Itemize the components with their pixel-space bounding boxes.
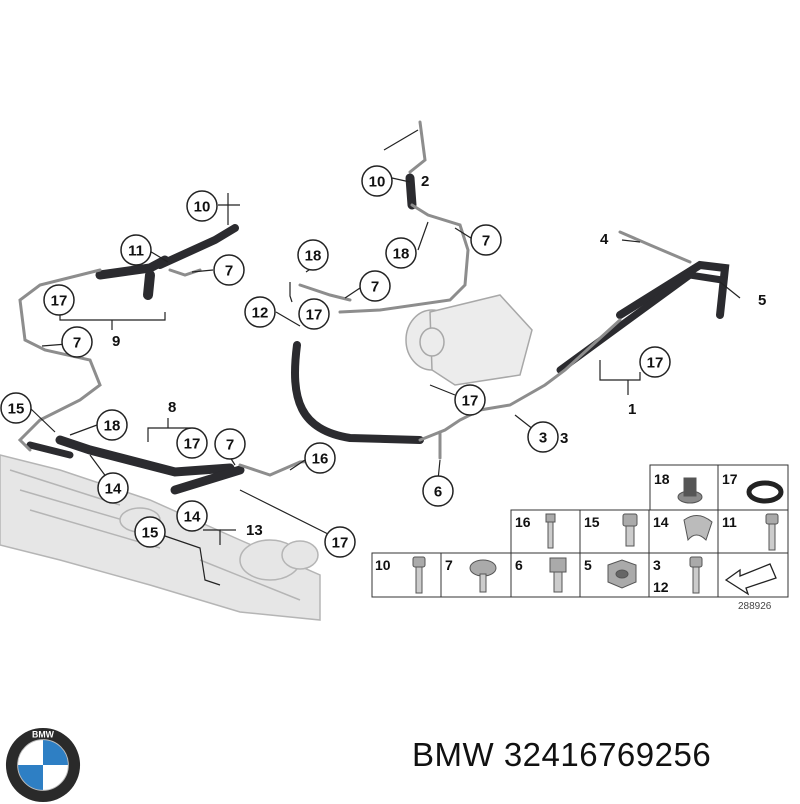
callout-17: 17 — [454, 384, 486, 416]
grid-label-15: 15 — [584, 514, 600, 530]
callout-14: 14 — [176, 500, 208, 532]
label-8: 8 — [168, 399, 176, 416]
grid-label-14: 14 — [653, 514, 669, 530]
svg-text:16: 16 — [312, 451, 329, 468]
callout-7: 7 — [359, 270, 391, 302]
svg-text:10: 10 — [194, 199, 211, 216]
o-ring-icon — [746, 480, 784, 504]
svg-text:17: 17 — [332, 535, 349, 552]
label-9: 9 — [112, 333, 120, 350]
svg-text:7: 7 — [371, 279, 379, 296]
steering-pump — [405, 294, 533, 386]
callout-15: 15 — [134, 516, 166, 548]
svg-text:7: 7 — [225, 263, 233, 280]
callout-11: 11 — [120, 234, 152, 266]
callout-10: 10 — [361, 165, 393, 197]
logo-lettering: BMW — [32, 730, 55, 740]
callout-18: 18 — [96, 409, 128, 441]
callout-15: 15 — [0, 392, 32, 424]
callout-18: 18 — [297, 239, 329, 271]
svg-text:17: 17 — [184, 436, 201, 453]
grid-label-6: 6 — [515, 557, 523, 573]
svg-text:18: 18 — [393, 246, 410, 263]
svg-text:3: 3 — [539, 430, 547, 447]
callout-7: 7 — [61, 326, 93, 358]
grid-label-5: 5 — [584, 557, 592, 573]
bolt-icon — [545, 513, 556, 549]
label-1: 1 — [628, 401, 636, 418]
svg-text:7: 7 — [226, 437, 234, 454]
svg-text:17: 17 — [462, 393, 479, 410]
reference-number: 288926 — [738, 601, 772, 612]
hex-bolt-icon — [549, 557, 567, 593]
svg-text:12: 12 — [252, 305, 269, 322]
svg-text:14: 14 — [105, 481, 122, 498]
grid-label-17: 17 — [722, 471, 738, 487]
svg-text:11: 11 — [128, 243, 144, 260]
grid-label-18: 18 — [654, 471, 670, 487]
grid-label-3: 3 — [653, 557, 661, 573]
callout-16: 16 — [304, 442, 336, 474]
callout-6: 6 — [422, 475, 454, 507]
label-13: 13 — [246, 522, 263, 539]
callout-14: 14 — [97, 472, 129, 504]
callout-17: 17 — [176, 427, 208, 459]
label-3: 3 — [560, 430, 568, 447]
callout-17: 17 — [43, 284, 75, 316]
svg-text:14: 14 — [184, 509, 201, 526]
callout-7: 7 — [214, 428, 246, 460]
svg-text:6: 6 — [434, 484, 442, 501]
callout-12: 12 — [244, 296, 276, 328]
part-number-caption: BMW 32416769256 — [412, 736, 712, 773]
grid-label-12: 12 — [653, 579, 669, 595]
clamp-icon — [683, 515, 713, 542]
grid-label-11: 11 — [722, 514, 737, 530]
svg-text:18: 18 — [104, 418, 121, 435]
socket-screw-icon — [765, 513, 779, 551]
callout-7: 7 — [470, 224, 502, 256]
svg-text:17: 17 — [306, 307, 323, 324]
grid-label-7: 7 — [445, 557, 453, 573]
svg-text:7: 7 — [73, 335, 81, 352]
svg-text:10: 10 — [369, 174, 386, 191]
parts-grid — [371, 464, 789, 598]
grid-label-10: 10 — [375, 557, 391, 573]
bmw-logo: BMW — [5, 727, 81, 803]
bolt-icon-small — [689, 556, 703, 594]
callout-3: 3 — [527, 421, 559, 453]
grid-part-icons — [412, 477, 784, 596]
svg-text:17: 17 — [51, 293, 68, 310]
callout-17: 17 — [324, 526, 356, 558]
label-4: 4 — [600, 231, 609, 248]
torx-screw-icon — [469, 559, 497, 593]
svg-text:7: 7 — [482, 233, 490, 250]
grommet-icon — [677, 477, 703, 504]
socket-bolt-icon — [622, 513, 638, 547]
hoses — [26, 173, 730, 495]
callout-17: 17 — [639, 346, 671, 378]
grid-label-16: 16 — [515, 514, 531, 530]
parts-grid-labels: 18 17 16 15 14 11 10 7 6 5 3 12 — [375, 471, 738, 595]
arrow-icon — [724, 563, 777, 596]
svg-text:15: 15 — [142, 525, 159, 542]
callout-18: 18 — [385, 237, 417, 269]
callout-7: 7 — [213, 254, 245, 286]
callout-17: 17 — [298, 298, 330, 330]
hex-nut-icon — [607, 559, 637, 589]
screw-icon — [412, 556, 426, 594]
svg-text:18: 18 — [305, 248, 322, 265]
callout-10: 10 — [186, 190, 218, 222]
svg-text:17: 17 — [647, 355, 664, 372]
label-5: 5 — [758, 292, 766, 309]
svg-text:15: 15 — [8, 401, 25, 418]
label-2: 2 — [421, 173, 429, 190]
